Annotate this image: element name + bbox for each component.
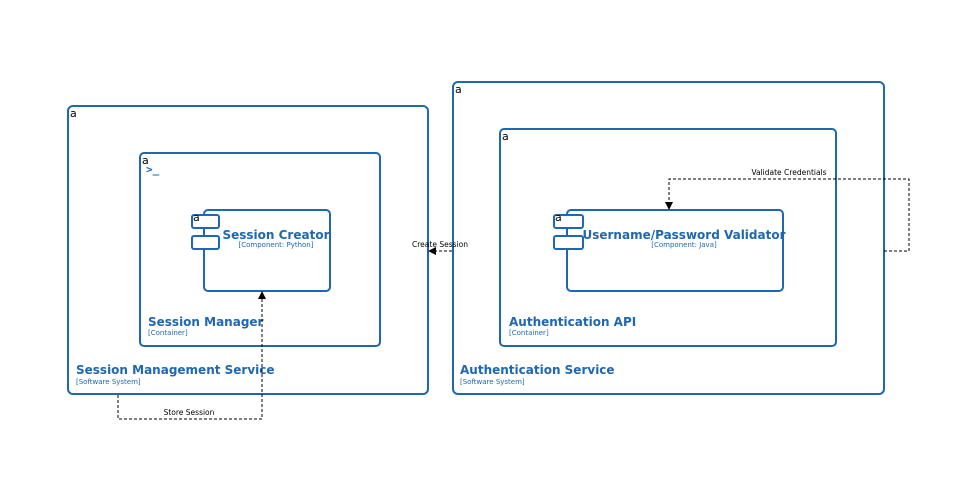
component-corner-marker: a <box>193 211 200 224</box>
component-title: Session Creator <box>222 228 329 242</box>
edge-validate-credentials[interactable]: Validate Credentials <box>665 168 910 252</box>
container-type: [Container] <box>509 329 549 337</box>
system-type: [Software System] <box>460 378 525 386</box>
edge-label: Create Session <box>412 240 468 249</box>
edge-label: Store Session <box>164 408 215 417</box>
container-corner-marker: a <box>502 130 509 143</box>
edge-store-session[interactable]: Store Session <box>117 291 266 420</box>
system-type: [Software System] <box>76 378 141 386</box>
component-title: Username/Password Validator <box>582 228 785 242</box>
container-title: Authentication API <box>509 315 636 329</box>
terminal-icon: >_ <box>146 163 160 176</box>
system-corner-marker: a <box>70 107 77 120</box>
container-type: [Container] <box>148 329 188 337</box>
edge-label: Validate Credentials <box>751 168 826 177</box>
component-corner-marker: a <box>555 211 562 224</box>
system-title: Session Management Service <box>76 363 275 377</box>
component-validator[interactable]: a Username/Password Validator [Component… <box>553 209 786 292</box>
container-title: Session Manager <box>148 315 264 329</box>
component-icon <box>553 214 584 250</box>
edge-line <box>665 178 910 252</box>
component-type: [Component: Java] <box>651 241 717 249</box>
edge-create-session[interactable]: Create Session <box>412 240 468 255</box>
component-type: [Component: Python] <box>239 241 314 249</box>
component-session-creator[interactable]: a Session Creator [Component: Python] <box>191 209 331 292</box>
component-icon <box>191 214 220 250</box>
system-title: Authentication Service <box>460 363 615 377</box>
system-corner-marker: a <box>455 83 462 96</box>
edge-line <box>117 291 266 420</box>
container-corner-marker: a <box>142 154 149 167</box>
